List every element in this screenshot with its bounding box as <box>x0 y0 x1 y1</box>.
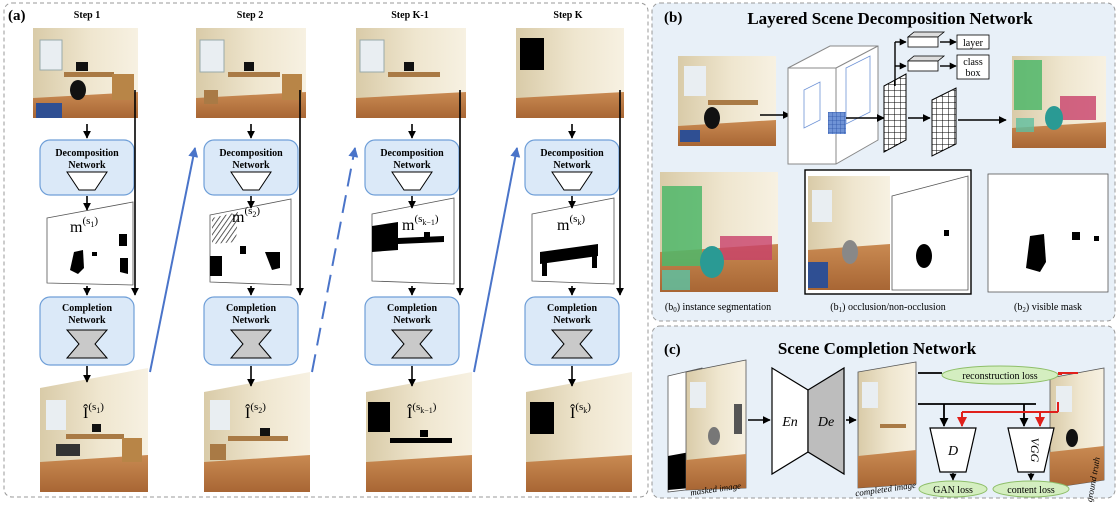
svg-text:Decomposition: Decomposition <box>380 148 444 159</box>
stepk-1-input-image <box>356 28 466 118</box>
panel-b-title: Layered Scene Decomposition Network <box>747 9 1033 28</box>
svg-text:Network: Network <box>68 160 106 171</box>
svg-text:Completion: Completion <box>387 303 437 314</box>
panel-b-input-image <box>678 56 776 146</box>
panel-c: (c) Scene Completion Network masked imag… <box>651 325 1116 503</box>
caption-occlusion: (b1) occlusion/non-occlusion <box>830 302 945 314</box>
svg-text:Network: Network <box>393 160 431 171</box>
roi-grid-1 <box>883 73 907 153</box>
step2-output-image <box>204 372 310 492</box>
decomposition-network-2: Decomposition Network <box>203 139 299 196</box>
svg-text:Network: Network <box>68 315 106 326</box>
mask-label-2: m(s2) <box>232 205 260 226</box>
roi-grid-2 <box>931 87 957 157</box>
output-label-k: Î(sk) <box>570 401 591 422</box>
step2-input-image <box>196 28 306 118</box>
panel-a-label: (a) <box>8 8 26 24</box>
panel-c-label: (c) <box>664 342 681 358</box>
step1-output-image <box>40 368 148 492</box>
completion-network-k: Completion Network <box>524 296 620 366</box>
completion-network-1: Completion Network <box>39 296 135 366</box>
svg-text:Decomposition: Decomposition <box>540 148 604 159</box>
caption-visible-mask: (b2) visible mask <box>1014 302 1082 314</box>
step1-input-image <box>33 28 138 118</box>
flow-arrows-a <box>83 90 624 387</box>
step-label-k: Step K <box>553 10 582 21</box>
discriminator-block: D <box>929 427 977 473</box>
completed-image <box>857 361 917 489</box>
step-label-1: Step 1 <box>74 10 100 21</box>
svg-text:Completion: Completion <box>226 303 276 314</box>
output-layer-label: layer <box>963 38 984 49</box>
svg-text:Network: Network <box>393 315 431 326</box>
svg-text:Completion: Completion <box>62 303 112 314</box>
backbone-block <box>787 45 879 165</box>
output-label-k-1: Î(sk−1) <box>407 401 437 422</box>
stepk-mask-image <box>531 197 615 285</box>
ground-truth-image <box>1049 367 1105 489</box>
step-label-2: Step 2 <box>237 10 263 21</box>
step1-mask-image <box>46 201 134 286</box>
occlusion-image-frame <box>804 169 972 295</box>
svg-text:Decomposition: Decomposition <box>219 148 283 159</box>
head-branches <box>894 38 957 86</box>
decomposition-network-1: Decomposition Network <box>39 139 135 196</box>
fc-layer-bottom <box>906 55 946 72</box>
svg-text:GAN loss: GAN loss <box>933 485 973 496</box>
mask-label-1: m(s1) <box>70 215 98 236</box>
output-label-1: Î(s1) <box>83 401 104 422</box>
output-class-label: class <box>963 57 983 68</box>
svg-text:D: D <box>947 444 958 459</box>
svg-text:content loss: content loss <box>1007 485 1055 496</box>
step-label-k-1: Step K-1 <box>391 10 429 21</box>
stepk-1-mask-image <box>371 197 455 285</box>
step2-mask-image <box>209 198 292 286</box>
svg-text:Network: Network <box>232 160 270 171</box>
completion-network-k-1: Completion Network <box>364 296 460 366</box>
mask-label-k: m(sk) <box>557 213 585 234</box>
decomposition-network-k-1: Decomposition Network <box>364 139 460 196</box>
svg-text:Decomposition: Decomposition <box>55 148 119 159</box>
decomposition-network-k: Decomposition Network <box>524 139 620 196</box>
svg-text:VGG: VGG <box>1028 438 1042 463</box>
gan-loss: GAN loss <box>918 480 988 498</box>
stepk-1-output-image <box>366 372 472 492</box>
svg-text:De: De <box>817 415 834 430</box>
mask-label-k-1: m(sk−1) <box>402 213 439 234</box>
instance-segmentation-image <box>660 172 778 292</box>
content-loss: content loss <box>992 480 1070 498</box>
fc-layer-top <box>906 31 946 48</box>
blue-step-arrows <box>149 147 521 373</box>
stepk-output-image <box>526 372 632 492</box>
svg-text:Network: Network <box>553 160 591 171</box>
panel-b-label: (b) <box>664 10 682 26</box>
stepk-input-image <box>516 28 624 118</box>
svg-text:Completion: Completion <box>547 303 597 314</box>
loss-connectors-black <box>918 403 1036 427</box>
output-box-label: box <box>966 68 981 79</box>
masked-image-stack <box>667 359 747 493</box>
reconstruction-loss: reconstruction loss <box>941 365 1059 385</box>
visible-mask-image <box>987 173 1109 293</box>
panel-b-result-image <box>1012 56 1106 148</box>
output-label-2: Î(s2) <box>245 401 266 422</box>
decoder-block: De <box>807 366 845 476</box>
panel-b: (b) Layered Scene Decomposition Network <box>651 2 1116 322</box>
caption-instance-segmentation: (b0) instance segmentation <box>665 302 771 314</box>
completion-network-2: Completion Network <box>203 296 299 366</box>
svg-text:Network: Network <box>232 315 270 326</box>
panel-a: (a) Step 1 Step 2 Step K-1 Step K <box>3 2 649 498</box>
svg-text:En: En <box>781 415 798 430</box>
vgg-block: VGG <box>1007 427 1055 473</box>
svg-text:Network: Network <box>553 315 591 326</box>
panel-c-title: Scene Completion Network <box>778 339 977 358</box>
svg-text:reconstruction loss: reconstruction loss <box>962 371 1037 382</box>
